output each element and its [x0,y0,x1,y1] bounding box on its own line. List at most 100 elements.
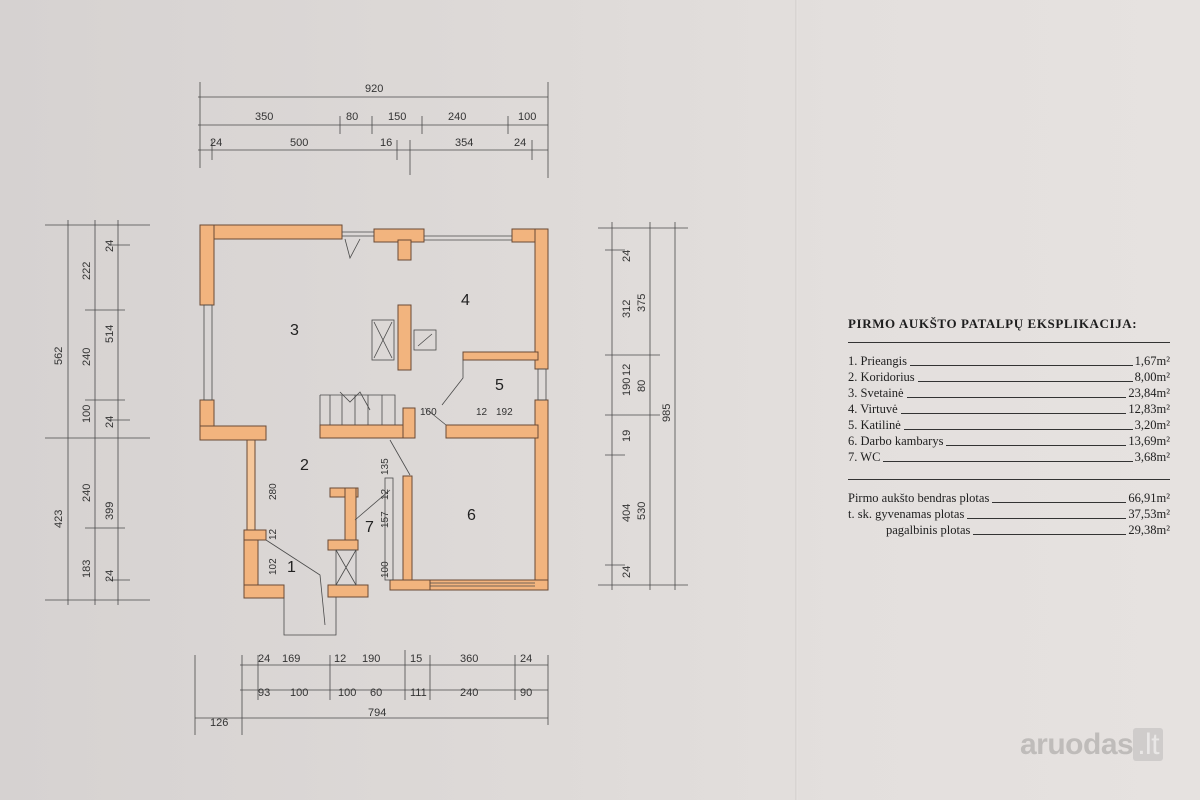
dim-right-985: 985 [661,404,673,422]
room-area: 3,68m² [1134,450,1170,464]
room-area: 23,84m² [1128,386,1170,400]
dim-top-16: 16 [380,137,392,149]
dim-right-80: 80 [636,380,648,392]
dim-bottom-190: 190 [362,653,380,665]
room-label: 3. Svetainė [848,386,904,400]
watermark-logo: aruodas.lt [1020,728,1164,762]
dim-bottom-126: 126 [210,717,228,729]
dim-right-24b: 24 [621,566,633,578]
list-item: 5. Katilinė 3,20m² [848,417,1170,433]
room-label: 5. Katilinė [848,418,901,432]
dim-bottom-100b: 100 [338,687,356,699]
room-number-2: 2 [300,457,309,474]
dim-top-24a: 24 [210,137,222,149]
dim-bottom-794: 794 [368,707,386,719]
dim-bottom-15: 15 [410,653,422,665]
list-item: 7. WC 3,68m² [848,449,1170,465]
watermark-brand: aruodas [1020,728,1134,761]
inner-dimensions: 280 12 102 135 157 12 100 160 12 192 [268,407,513,578]
dim-right-19: 19 [621,430,633,442]
dim-left-240b: 240 [81,484,93,502]
list-item: 6. Darbo kambarys 13,69m² [848,433,1170,449]
dim-left-183: 183 [81,560,93,578]
paper-fold [795,0,798,800]
dim-left-240a: 240 [81,348,93,366]
explication-panel: PIRMO AUKŠTO PATALPŲ EKSPLIKACIJA: 1. Pr… [848,316,1178,538]
total-value: 37,53m² [1128,507,1170,521]
dim-top-total: 920 [365,83,383,95]
total-value: 29,38m² [1128,523,1170,537]
dim-inner-100: 100 [380,561,391,578]
dim-bottom-12: 12 [334,653,346,665]
dim-inner-280: 280 [268,483,279,500]
dim-left-100: 100 [81,405,93,423]
dim-inner-12c: 12 [476,407,488,418]
room-number-6: 6 [467,507,476,524]
dim-bottom-111: 111 [410,687,427,699]
dim-right-12: 12 [621,364,633,376]
room-label: 6. Darbo kambarys [848,434,944,448]
list-item: 2. Koridorius 8,00m² [848,369,1170,385]
dim-right-404: 404 [621,504,633,522]
total-row: Pirmo aukšto bendras plotas 66,91m² [848,490,1170,506]
dim-left-24b: 24 [104,416,116,428]
dim-inner-160: 160 [420,407,437,418]
total-value: 66,91m² [1128,491,1170,505]
dim-left-399: 399 [104,502,116,520]
dim-bottom-90: 90 [520,687,532,699]
title-divider [848,342,1170,343]
dim-inner-192: 192 [496,407,513,418]
room-area: 8,00m² [1134,370,1170,384]
dim-inner-12a: 12 [268,528,279,540]
dim-top-354: 354 [455,137,473,149]
room-numbers: 1 2 3 4 5 6 7 [287,292,504,576]
right-dimensions: 24 312 190 12 19 404 24 375 80 530 985 [598,222,688,590]
explication-title: PIRMO AUKŠTO PATALPŲ EKSPLIKACIJA: [848,316,1138,331]
dim-top-150: 150 [388,111,406,123]
fixtures [203,231,547,636]
totals-divider [848,479,1170,480]
dim-top-350: 350 [255,111,273,123]
dim-bottom-100a: 100 [290,687,308,699]
dim-left-24a: 24 [104,240,116,252]
aruodas-watermark: aruodas.lt [1000,722,1180,772]
dim-left-514: 514 [104,325,116,343]
dim-top-240: 240 [448,111,466,123]
dim-left-24c: 24 [104,570,116,582]
room-label: 7. WC [848,450,881,464]
dim-bottom-169: 169 [282,653,300,665]
list-item: 3. Svetainė 23,84m² [848,385,1170,401]
room-area: 3,20m² [1134,418,1170,432]
dim-inner-12b: 12 [380,488,391,500]
top-dimensions: 920 350 80 150 240 100 24 500 16 354 24 [198,82,549,178]
dim-right-375: 375 [636,294,648,312]
room-list: 1. Prieangis 1,67m² 2. Koridorius 8,00m² 3… [848,353,1178,465]
dim-left-222: 222 [81,262,93,280]
dim-right-312: 312 [621,300,633,318]
room-area: 1,67m² [1134,354,1170,368]
dim-right-530: 530 [636,502,648,520]
dim-top-24b: 24 [514,137,526,149]
dim-bottom-93: 93 [258,687,270,699]
floor-plan: 920 350 80 150 240 100 24 500 16 354 24 [45,82,688,735]
room-area: 12,83m² [1128,402,1170,416]
dim-top-80: 80 [346,111,358,123]
list-item: 4. Virtuvė 12,83m² [848,401,1170,417]
room-label: 2. Koridorius [848,370,915,384]
walls [199,224,549,599]
dim-top-100: 100 [518,111,536,123]
dim-inner-135: 135 [380,458,391,475]
dim-bottom-360: 360 [460,653,478,665]
room-label: 1. Prieangis [848,354,908,368]
dim-inner-102: 102 [268,558,279,575]
room-label: 4. Virtuvė [848,402,898,416]
total-row: pagalbinis plotas 29,38m² [848,522,1170,538]
watermark-tld: .lt [1133,728,1164,761]
total-label: Pirmo aukšto bendras plotas [848,491,990,505]
total-label: pagalbinis plotas [886,523,971,537]
bottom-dimensions: 24 169 12 190 15 360 24 93 100 100 60 11… [194,650,549,735]
dim-left-423: 423 [53,510,65,528]
room-area: 13,69m² [1128,434,1170,448]
area-totals: Pirmo aukšto bendras plotas 66,91m² t. sk… [848,479,1178,538]
